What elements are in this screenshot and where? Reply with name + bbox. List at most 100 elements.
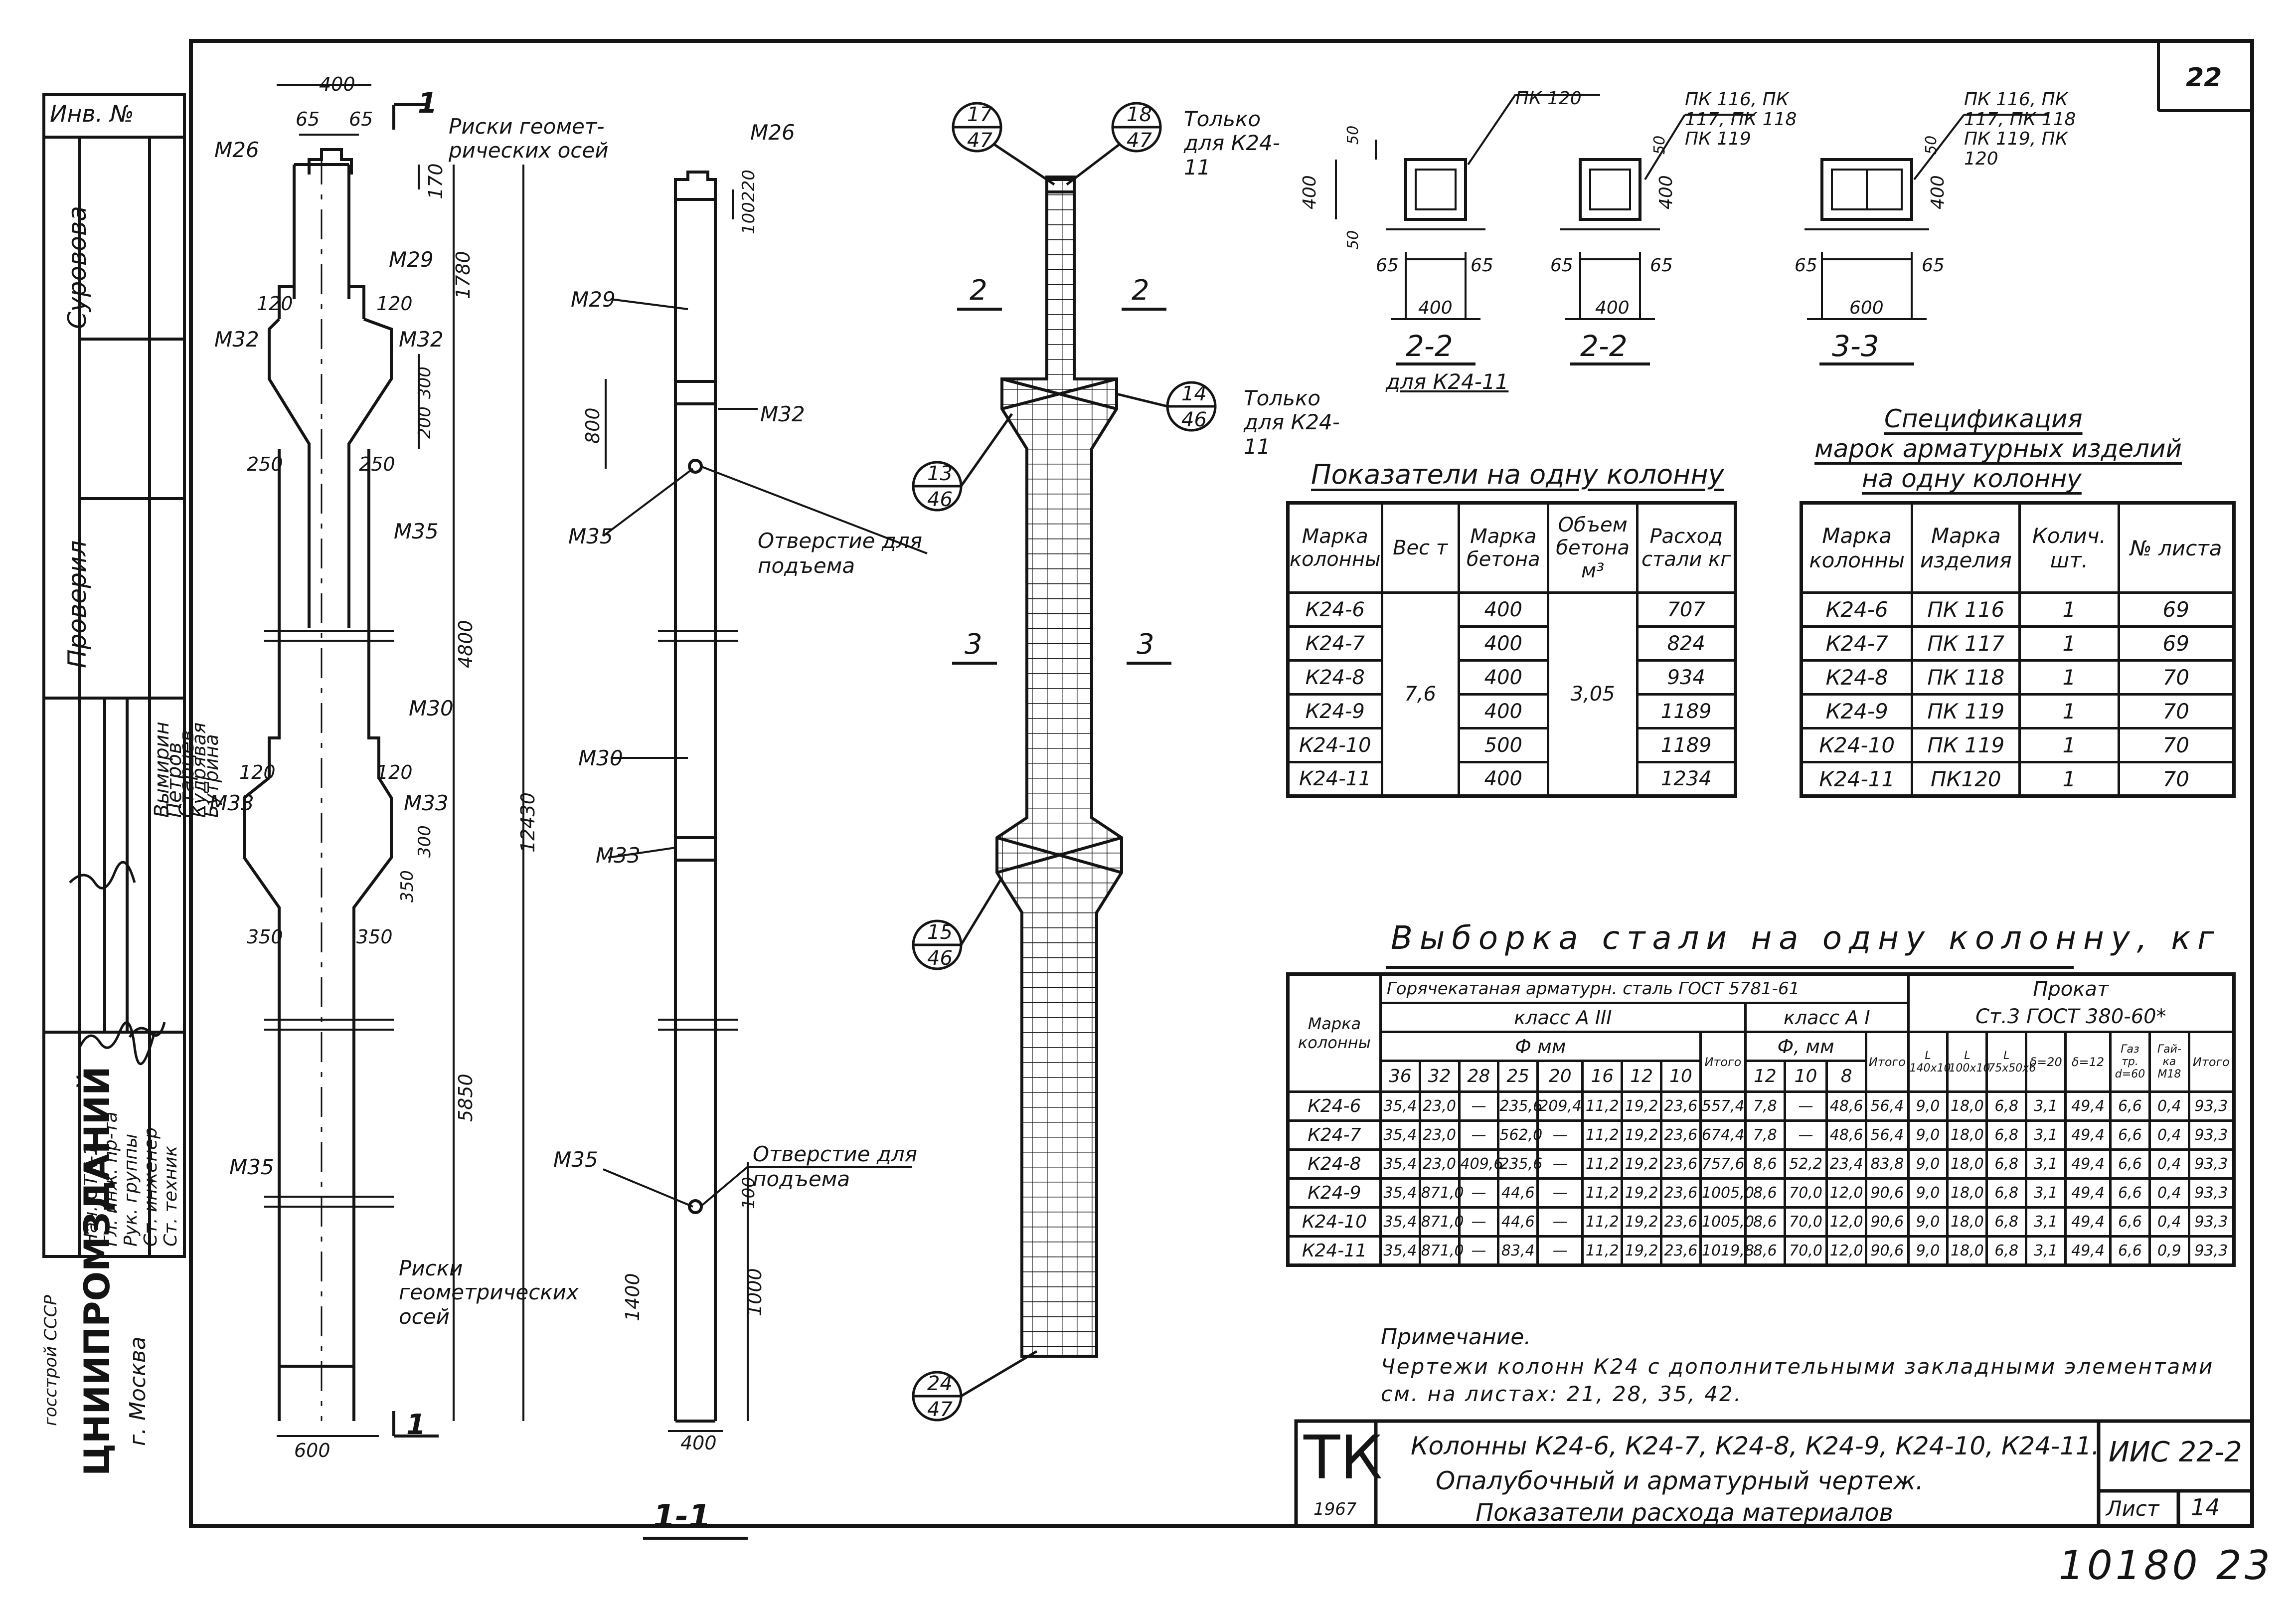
steel-row-mark: К24-7 <box>1287 1119 1382 1151</box>
steel-cell: 209,4 <box>1536 1090 1584 1122</box>
steel-cell: 7,8 <box>1744 1119 1786 1151</box>
steel-cell: 83,8 <box>1865 1148 1910 1180</box>
spec-r5-c2: ПК 119 <box>1911 727 2021 763</box>
ind-r5-steel: 1189 <box>1636 727 1737 763</box>
ind-r4-mark: К24-9 <box>1287 693 1383 729</box>
spec-r1-c1: К24-6 <box>1800 591 1914 628</box>
steel-h-e10: 10 <box>1783 1060 1828 1093</box>
steel-h-d16: 16 <box>1581 1060 1624 1093</box>
steel-cell: 44,6 <box>1497 1177 1539 1209</box>
callout-13-top: 13 <box>927 462 953 485</box>
note-title: Примечание. <box>1381 1324 1531 1350</box>
steel-cell: 70,0 <box>1783 1235 1828 1266</box>
steel-cell: — <box>1536 1177 1584 1209</box>
steel-cell: 18,0 <box>1946 1119 1988 1151</box>
steel-h-e8: 8 <box>1825 1060 1868 1093</box>
steel-h-d36: 36 <box>1379 1060 1421 1093</box>
dim-250b: 250 <box>359 453 395 475</box>
ind-r6-steel: 1234 <box>1636 761 1737 797</box>
steel-cell: 11,2 <box>1581 1206 1624 1238</box>
steel-h-d20: 20 <box>1536 1060 1584 1093</box>
steel-cell: 871,0 <box>1418 1235 1464 1266</box>
sheet-number: 22 <box>2186 63 2222 93</box>
steel-cell: — <box>1536 1119 1584 1151</box>
steel-h-d32: 32 <box>1418 1060 1461 1093</box>
steel-h-mark: Марка колонны <box>1287 973 1382 1093</box>
steel-cell: 11,2 <box>1581 1090 1624 1122</box>
only-k2411-mid: Только для К24-11 <box>1244 386 1340 459</box>
ind-r1-concrete: 400 <box>1457 591 1549 628</box>
steel-cell: 56,4 <box>1865 1119 1910 1151</box>
steel-cell: 557,4 <box>1699 1090 1747 1122</box>
steel-cell: 9,0 <box>1907 1177 1949 1209</box>
steel-cell: 1005,0 <box>1699 1177 1754 1209</box>
steel-cell: 3,1 <box>2025 1090 2067 1122</box>
ind-weight: 7,6 <box>1380 591 1460 797</box>
steel-cell: 49,4 <box>2064 1235 2112 1266</box>
spec-table: Марка колонны Марка изделия Колич. шт. №… <box>1800 501 2236 798</box>
spec-r6-c1: К24-11 <box>1800 761 1914 797</box>
label-m29-b: М29 <box>571 287 616 312</box>
label-m32-a1: М32 <box>214 327 259 352</box>
section-b-w: 400 <box>1595 298 1630 318</box>
steel-cell: 35,4 <box>1379 1148 1421 1180</box>
steel-cell: — <box>1458 1235 1500 1266</box>
steel-cell: 11,2 <box>1581 1148 1624 1180</box>
cage-section-2-right: 2 <box>1132 274 1149 307</box>
spec-r5-c4: 70 <box>2117 727 2236 763</box>
footer-number: 10180 23 <box>2059 1542 2273 1589</box>
steel-h-d12: 12 <box>1621 1060 1663 1093</box>
steel-cell: 7,8 <box>1744 1090 1786 1122</box>
spec-r1-c4: 69 <box>2117 591 2236 628</box>
stamp-code: ИИС 22-2 <box>2109 1436 2242 1468</box>
ind-r3-steel: 934 <box>1636 659 1737 696</box>
stamp-line-1: Колонны К24-6, К24-7, К24-8, К24-9, К24-… <box>1411 1432 2100 1460</box>
steel-h-prokat: Прокат <box>1907 973 2236 1003</box>
steel-cell: 90,6 <box>1865 1177 1910 1209</box>
steel-cell: 19,2 <box>1621 1235 1663 1266</box>
steel-cell: 6,6 <box>2109 1206 2151 1238</box>
steel-cell: 49,4 <box>2064 1206 2112 1238</box>
callout-24-bottom: 47 <box>927 1398 953 1421</box>
dim-120a: 120 <box>257 293 293 315</box>
steel-h-p7: Гай-ка М18 <box>2148 1031 2190 1093</box>
steel-cell: 12,0 <box>1825 1206 1868 1238</box>
callout-13-bottom: 46 <box>927 488 953 511</box>
steel-cell: 35,4 <box>1379 1119 1421 1151</box>
inv-label: Инв. № <box>50 100 134 127</box>
steel-cell: 35,4 <box>1379 1235 1421 1266</box>
steel-h-e12: 12 <box>1744 1060 1786 1093</box>
ind-r4-steel: 1189 <box>1636 693 1737 729</box>
callout-24-top: 24 <box>927 1372 953 1395</box>
indicators-title: Показатели на одну колонну <box>1311 459 1724 490</box>
label-m35-a2: М35 <box>229 1155 274 1179</box>
steel-cell: 93,3 <box>2187 1148 2236 1180</box>
steel-cell: 6,8 <box>1985 1206 2028 1238</box>
spec-r3-c3: 1 <box>2018 659 2120 696</box>
steel-cell: 6,8 <box>1985 1119 2028 1151</box>
steel-cell: 93,3 <box>2187 1206 2236 1238</box>
callout-15-bottom: 46 <box>927 947 953 970</box>
spec-r2-c3: 1 <box>2018 625 2120 662</box>
steel-h-p4: δ=20 <box>2025 1031 2067 1093</box>
steel-cell: 23,6 <box>1660 1177 1702 1209</box>
steel-cell: 70,0 <box>1783 1206 1828 1238</box>
steel-cell: 90,6 <box>1865 1235 1910 1266</box>
ind-r3-concrete: 400 <box>1457 659 1549 696</box>
spec-r6-c3: 1 <box>2018 761 2120 797</box>
steel-cell: 6,8 <box>1985 1148 2028 1180</box>
note-line-2: см. на листах: 21, 28, 35, 42. <box>1381 1382 1743 1406</box>
spec-r1-c3: 1 <box>2018 591 2120 628</box>
stamp-list-no: 14 <box>2191 1494 2220 1521</box>
steel-cell: 3,1 <box>2025 1206 2067 1238</box>
steel-cell: 6,6 <box>2109 1148 2151 1180</box>
cage-section-2-left: 2 <box>970 274 987 307</box>
stamp-list-label: Лист <box>2106 1496 2159 1521</box>
ind-h-concrete: Марка бетона <box>1457 502 1549 594</box>
